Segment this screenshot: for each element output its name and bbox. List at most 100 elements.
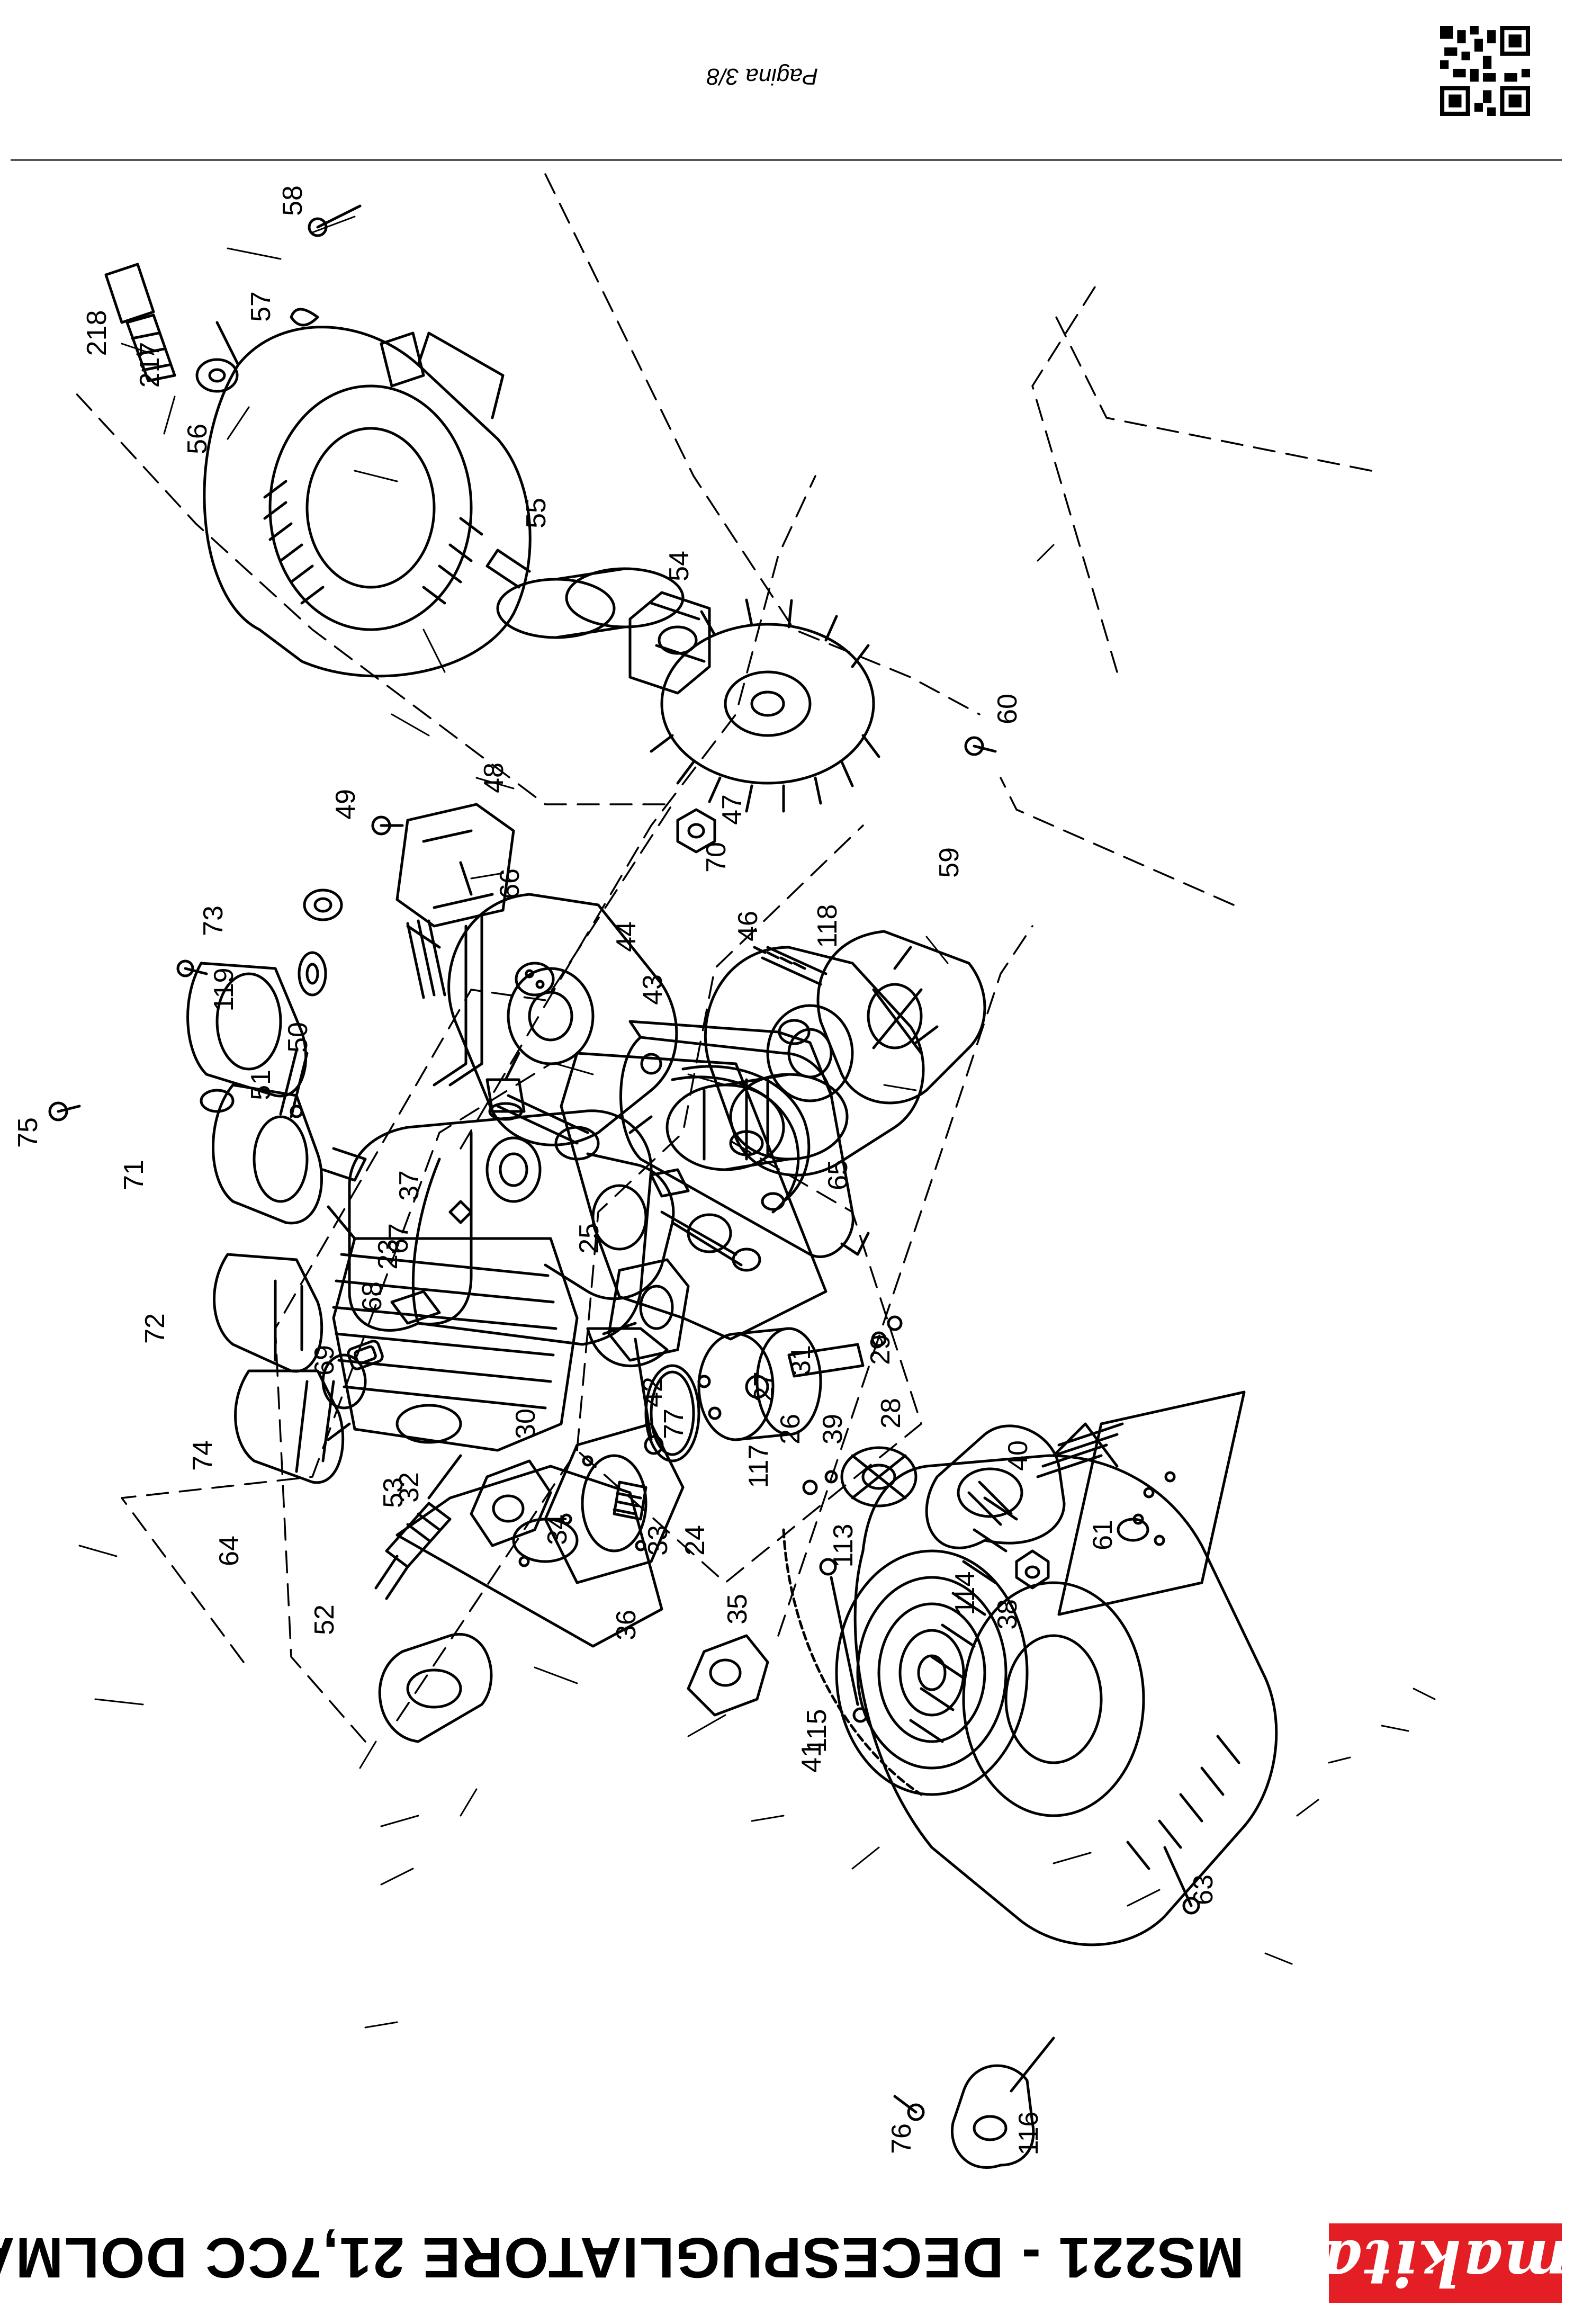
guide-line-middle bbox=[1000, 777, 1235, 906]
part-119-crankcase-half bbox=[406, 861, 678, 1146]
part-number-42: 42 bbox=[637, 1377, 668, 1407]
part-number-118: 118 bbox=[812, 904, 843, 948]
assembly-guide-lines bbox=[73, 173, 1372, 1743]
part-61-starter-cover bbox=[853, 1422, 1278, 1946]
part-number-34: 34 bbox=[542, 1514, 573, 1545]
part-number-63: 63 bbox=[1188, 1874, 1219, 1905]
page-number-label: Pagina 3/8 bbox=[706, 64, 819, 89]
part-number-23: 23 bbox=[373, 1239, 403, 1270]
part-119-screw bbox=[176, 959, 208, 977]
part-number-33: 33 bbox=[643, 1525, 673, 1556]
part-42-gasket bbox=[607, 1258, 690, 1362]
part-number-50: 50 bbox=[283, 1022, 313, 1053]
guide-line-crankcase bbox=[576, 824, 864, 1451]
part-67-fuel-filter bbox=[485, 1052, 526, 1121]
guide-line-cover bbox=[460, 475, 816, 1150]
part-number-119: 119 bbox=[209, 968, 239, 1012]
part-number-49: 49 bbox=[330, 789, 361, 820]
part-25-crankshaft bbox=[496, 1094, 761, 1300]
part-76-screw bbox=[893, 2095, 925, 2121]
part-51-spark-plug-boot bbox=[279, 1049, 309, 1118]
part-71-clamp-body bbox=[200, 1083, 367, 1225]
part-36-insulator-plate bbox=[395, 1465, 663, 1648]
part-117-screw bbox=[802, 1470, 838, 1495]
part-number-58: 58 bbox=[277, 185, 308, 216]
part-number-116: 116 bbox=[1013, 2112, 1044, 2156]
part-number-217: 217 bbox=[134, 342, 165, 388]
part-54-clutch bbox=[628, 591, 711, 695]
guide-line-starter bbox=[1031, 284, 1118, 673]
part-55-clutch-drum bbox=[485, 549, 685, 639]
part-35-gasket bbox=[687, 1634, 769, 1717]
part-number-25: 25 bbox=[574, 1223, 605, 1254]
part-37-bearing bbox=[485, 1136, 542, 1203]
part-41-wire bbox=[819, 1558, 868, 1723]
part-50-grommet bbox=[298, 951, 327, 997]
part-70-nut bbox=[676, 808, 716, 854]
part-number-43: 43 bbox=[637, 974, 668, 1005]
part-number-24: 24 bbox=[680, 1525, 710, 1556]
part-carburetor-body bbox=[925, 1424, 1066, 1549]
part-72-clamp-bracket bbox=[213, 1253, 323, 1373]
part-number-26: 26 bbox=[775, 1414, 806, 1444]
part-115-starter-rope bbox=[782, 1528, 923, 1796]
part-number-74: 74 bbox=[187, 1440, 218, 1471]
part-32-cylinder bbox=[321, 1205, 579, 1452]
part-56-clutch-housing bbox=[203, 321, 532, 678]
part-number-114: 114 bbox=[950, 1572, 981, 1616]
part-number-40: 40 bbox=[1003, 1440, 1033, 1471]
part-38-nut bbox=[1015, 1549, 1050, 1590]
part-number-64: 64 bbox=[214, 1536, 245, 1566]
part-number-117: 117 bbox=[743, 1444, 774, 1488]
part-number-72: 72 bbox=[140, 1313, 170, 1344]
part-number-52: 52 bbox=[309, 1604, 340, 1635]
part-47-flywheel bbox=[650, 598, 880, 813]
part-number-113: 113 bbox=[828, 1524, 859, 1568]
part-number-46: 46 bbox=[733, 911, 763, 941]
part-number-56: 56 bbox=[182, 424, 213, 454]
part-52-rubber-mount bbox=[378, 1633, 493, 1743]
part-number-59: 59 bbox=[934, 847, 965, 878]
part-number-37: 37 bbox=[394, 1170, 425, 1201]
part-40-studs bbox=[1036, 1422, 1124, 1478]
part-57-clip bbox=[290, 308, 319, 327]
part-number-73: 73 bbox=[198, 905, 229, 936]
part-65-fuel-cap bbox=[665, 1073, 849, 1171]
part-number-39: 39 bbox=[817, 1414, 848, 1444]
part-number-35: 35 bbox=[722, 1594, 753, 1625]
part-48-ignition-coil bbox=[395, 803, 515, 1087]
part-31-gasket bbox=[544, 1422, 685, 1584]
part-34-gasket bbox=[470, 1459, 552, 1547]
part-30-circlip bbox=[697, 1375, 722, 1420]
part-number-48: 48 bbox=[479, 762, 509, 793]
part-number-55: 55 bbox=[521, 498, 552, 528]
part-number-69: 69 bbox=[309, 1345, 340, 1376]
part-74-clamp-cushion bbox=[234, 1369, 345, 1484]
guide-line-muffler bbox=[121, 1063, 552, 1663]
part-number-71: 71 bbox=[119, 1160, 149, 1190]
footer-rule bbox=[11, 159, 1562, 161]
part-number-60: 60 bbox=[992, 694, 1023, 724]
part-number-57: 57 bbox=[246, 291, 276, 322]
part-28-piston-pin bbox=[787, 1343, 865, 1378]
part-number-38: 38 bbox=[992, 1599, 1023, 1630]
part-number-36: 36 bbox=[611, 1610, 642, 1640]
part-26-piston bbox=[697, 1327, 822, 1441]
part-46-bolt bbox=[753, 946, 828, 986]
part-number-77: 77 bbox=[659, 1408, 689, 1439]
part-number-47: 47 bbox=[717, 794, 748, 825]
part-59-starter-pulley bbox=[778, 930, 986, 1105]
part-58-screw bbox=[308, 204, 362, 237]
part-number-53: 53 bbox=[378, 1477, 409, 1508]
part-number-28: 28 bbox=[876, 1398, 906, 1429]
part-number-44: 44 bbox=[611, 921, 642, 952]
part-49-screw bbox=[371, 815, 404, 836]
part-number-30: 30 bbox=[510, 1408, 541, 1439]
part-number-65: 65 bbox=[823, 1160, 853, 1190]
part-number-75: 75 bbox=[13, 1117, 43, 1148]
part-number-76: 76 bbox=[886, 2123, 917, 2154]
